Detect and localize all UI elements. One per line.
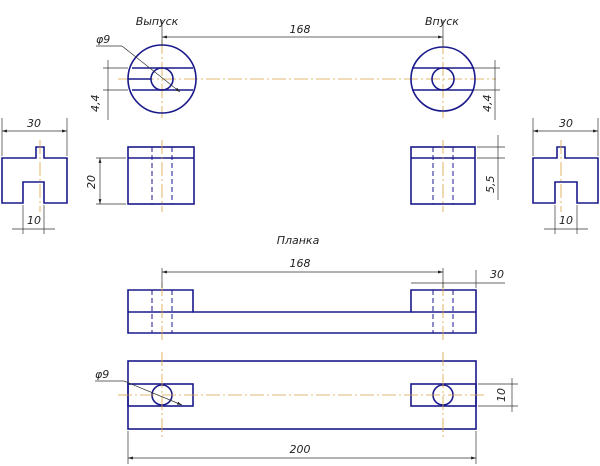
- dia-top-label: φ9: [96, 33, 110, 46]
- intake-outer-circle: [410, 46, 476, 112]
- slot-depth-right-label: 5,5: [484, 176, 497, 194]
- left-side-view: 30 10: [1, 117, 68, 234]
- exhaust-label: Выпуск: [136, 15, 179, 28]
- dim-4-4-right: 4,4: [474, 60, 500, 120]
- dim-168-top: 168: [161, 20, 444, 46]
- plate-plan-view: φ9 10 200: [95, 352, 518, 464]
- plan-width-label: 10: [495, 388, 508, 402]
- offset-left-label: 4,4: [89, 95, 102, 113]
- plate-front-view: 168 30: [127, 257, 505, 340]
- dia-bottom-label: φ9: [95, 368, 109, 381]
- slot-right-label: 10: [559, 214, 573, 227]
- intake-front-view: 5,5: [410, 135, 505, 212]
- top-circles: [118, 40, 496, 118]
- height-left-label: 20: [85, 175, 98, 189]
- dim-200-label: 200: [290, 443, 311, 456]
- offset-right-label: 4,4: [481, 95, 494, 113]
- slot-left-label: 10: [27, 214, 41, 227]
- width-left-label: 30: [27, 117, 41, 130]
- dim-168-top-label: 168: [290, 23, 311, 36]
- plate-label: Планка: [277, 234, 320, 247]
- intake-label: Впуск: [425, 15, 459, 28]
- dim-168-plate-label: 168: [290, 257, 311, 270]
- width-right-label: 30: [559, 117, 573, 130]
- right-side-view: 30 10: [532, 117, 599, 234]
- dim-4-4-left: 4,4: [89, 60, 128, 120]
- dia-leader-top: φ9: [96, 33, 181, 93]
- width-plate-right-label: 30: [490, 268, 504, 281]
- exhaust-front-view: 20: [85, 140, 195, 212]
